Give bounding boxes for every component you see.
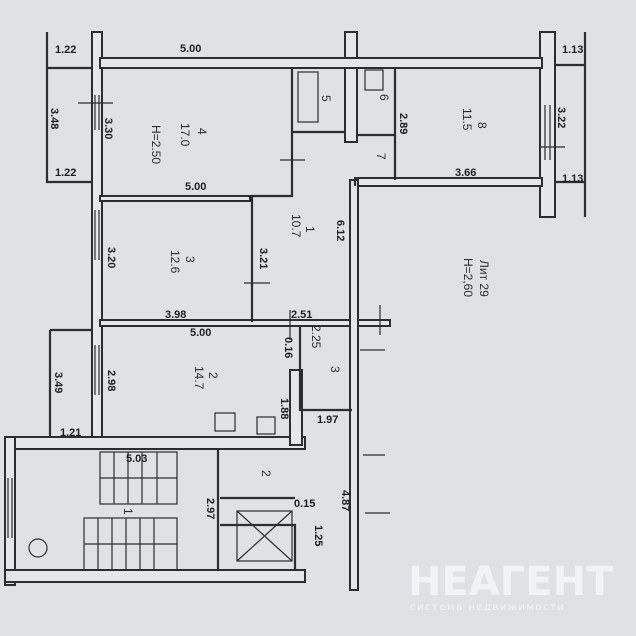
- stair-hall-number: 1: [121, 508, 135, 515]
- room1-area: 10.7: [289, 214, 303, 238]
- sink-icon: [28, 538, 48, 558]
- watermark-brand: НЕАГЕНТ: [408, 559, 614, 605]
- room4-number: 4: [195, 128, 209, 135]
- room8-number: 8: [475, 122, 489, 129]
- dim-stair-width: 5.03: [126, 453, 147, 465]
- dim-gap-015: 0.15: [294, 498, 315, 510]
- dim-balcony-right-height: 3.22: [555, 107, 567, 128]
- partitions: [7, 32, 587, 571]
- elevator-shaft: [236, 510, 293, 562]
- dim-kitchen-right: 1.88: [278, 398, 290, 419]
- dim-room4-bottom: 5.00: [185, 181, 206, 193]
- room3-number: 3: [183, 256, 197, 263]
- dimension-labels: 1.22 5.00 1.13 3.48 3.30 1.22 5.00 2.89 …: [48, 43, 583, 546]
- room6-number: 6: [377, 94, 391, 101]
- dim-room4-top: 5.00: [180, 43, 201, 55]
- dim-small-room-height: 2.25: [309, 325, 323, 349]
- room2-number: 2: [206, 372, 220, 379]
- dim-kitchen-top: 5.00: [190, 327, 211, 339]
- room5-number: 5: [319, 95, 333, 102]
- dim-stair-height: 2.97: [204, 498, 216, 519]
- lift-hall-number: 2: [259, 470, 273, 477]
- dim-room4-height: 3.30: [102, 118, 114, 139]
- dim-small-room-bottom: 1.97: [317, 414, 338, 426]
- dim-room8-bottom: 3.66: [455, 167, 476, 179]
- dim-room3-bottom: 3.98: [165, 309, 186, 321]
- dim-loggia-height: 3.49: [52, 372, 64, 393]
- room8-area: 11.5: [460, 108, 474, 131]
- small-room3-number: 3: [328, 366, 342, 373]
- dim-room3-height: 3.20: [105, 247, 117, 268]
- dim-kitchen-height: 2.98: [105, 370, 117, 391]
- room3-area: 12.6: [168, 250, 182, 274]
- staircase: [83, 451, 178, 571]
- dim-corridor-length: 6.12: [334, 220, 346, 241]
- lit-annotation: Лит 29: [477, 260, 491, 297]
- watermark-tagline: система недвижимости: [410, 602, 565, 613]
- room4-ceiling-height: H=2.50: [149, 125, 163, 164]
- dim-right-corridor: 4.87: [339, 490, 351, 511]
- room4-area: 17.0: [178, 123, 192, 147]
- dim-balcony-top: 1.22: [55, 44, 76, 56]
- dim-room3-right: 3.21: [257, 248, 269, 269]
- dim-balcony-right-bottom: 1.13: [562, 173, 583, 185]
- watermark-logo: НЕАГЕНТ система недвижимости: [408, 559, 614, 613]
- room-labels: 4 17.0 H=2.50 3 12.6 1 10.7 5 6 7 8 11.5…: [121, 94, 491, 515]
- room1-number: 1: [303, 226, 317, 233]
- room7-number: 7: [374, 153, 388, 160]
- dim-room8-height: 2.89: [397, 113, 409, 134]
- room2-area: 14.7: [192, 366, 206, 390]
- dim-loggia-bottom: 1.21: [60, 427, 81, 439]
- dim-balcony-right-top: 1.13: [562, 44, 583, 56]
- dim-gap-016: 0.16: [282, 337, 294, 358]
- dim-lift-width: 1.25: [312, 525, 324, 546]
- building-height-annotation: H=2,60: [461, 258, 475, 297]
- dim-corridor-bottom: 2.51: [291, 309, 312, 321]
- dim-balcony-bottom: 1.22: [55, 167, 76, 179]
- dim-balcony-left-height: 3.48: [48, 108, 60, 129]
